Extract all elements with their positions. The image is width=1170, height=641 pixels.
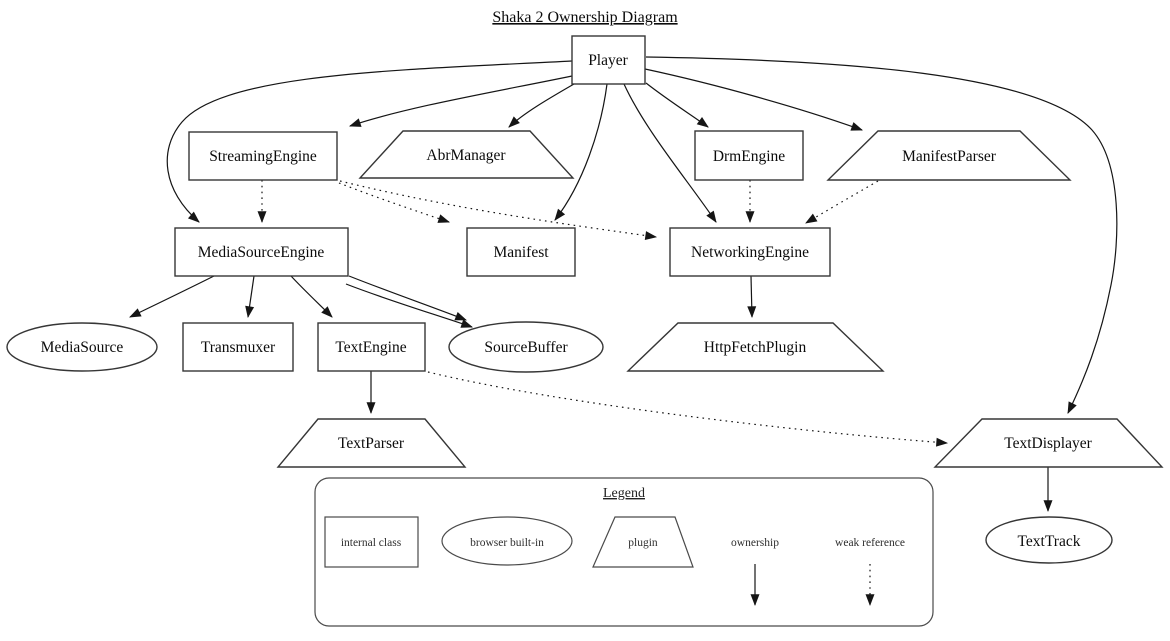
edge-player-drmengine — [645, 82, 709, 128]
text-displayer-trapezoid — [933, 418, 1164, 468]
player-box — [571, 35, 646, 85]
transmuxer-label: Transmuxer — [201, 339, 276, 356]
abr-manager-trapezoid — [358, 130, 575, 179]
networking-engine-box — [669, 227, 831, 277]
edge-mse-textengine — [290, 275, 333, 318]
streaming-engine-box — [188, 131, 338, 181]
node-media-source-engine: MediaSourceEngine — [174, 227, 349, 277]
legend-browser-builtin-ellipse — [441, 516, 573, 566]
legend-border — [314, 477, 934, 627]
manifest-parser-label: ManifestParser — [902, 148, 997, 165]
abr-manager-label: AbrManager — [426, 147, 506, 164]
edge-player-abrmanager — [508, 83, 575, 128]
nodes: Player StreamingEngine AbrManager DrmEng… — [6, 35, 1164, 564]
text-displayer-label: TextDisplayer — [1004, 435, 1092, 452]
node-drm-engine: DrmEngine — [694, 130, 804, 181]
node-networking-engine: NetworkingEngine — [669, 227, 831, 277]
text-engine-label: TextEngine — [335, 339, 406, 356]
manifest-parser-trapezoid — [826, 130, 1072, 181]
media-source-engine-label: MediaSourceEngine — [198, 244, 325, 261]
node-abr-manager: AbrManager — [358, 130, 575, 179]
edge-player-manifest — [554, 83, 608, 221]
legend-internal-class-box — [324, 516, 419, 568]
legend-ownership-label: ownership — [731, 537, 779, 549]
manifest-label: Manifest — [493, 244, 549, 261]
node-text-parser: TextParser — [276, 418, 467, 468]
text-parser-trapezoid — [276, 418, 467, 468]
networking-engine-label: NetworkingEngine — [691, 244, 809, 261]
legend-plugin-trapezoid — [592, 516, 694, 568]
node-player: Player — [571, 35, 646, 85]
legend-weak-reference-label: weak reference — [835, 537, 905, 549]
node-text-displayer: TextDisplayer — [933, 418, 1164, 468]
manifest-box — [466, 227, 576, 277]
edge-player-streamingengine — [348, 75, 573, 127]
node-transmuxer: Transmuxer — [182, 322, 294, 372]
drm-engine-box — [694, 130, 804, 181]
drm-engine-label: DrmEngine — [713, 148, 785, 165]
player-label: Player — [588, 52, 628, 69]
text-track-ellipse — [985, 516, 1113, 564]
edge-player-networkingengine — [623, 83, 717, 223]
legend-plugin-label: plugin — [628, 537, 658, 549]
media-source-ellipse — [6, 322, 158, 372]
streaming-engine-label: StreamingEngine — [209, 148, 317, 165]
node-text-track: TextTrack — [985, 516, 1113, 564]
text-track-label: TextTrack — [1018, 533, 1081, 550]
node-media-source: MediaSource — [6, 322, 158, 372]
source-buffer-label: SourceBuffer — [484, 339, 568, 356]
edge-mse-mediasource — [129, 275, 215, 318]
node-streaming-engine: StreamingEngine — [188, 131, 338, 181]
node-text-engine: TextEngine — [317, 322, 426, 372]
legend-title: Legend — [603, 486, 645, 501]
legend-browser-builtin-label: browser built-in — [470, 537, 544, 549]
media-source-label: MediaSource — [41, 339, 124, 356]
media-source-engine-box — [174, 227, 349, 277]
edge-mse-sourcebuffer-2 — [345, 283, 473, 328]
edges — [129, 56, 1118, 513]
edge-mse-transmuxer — [245, 275, 255, 319]
source-buffer-ellipse — [448, 321, 604, 373]
edge-player-mediasourceengine — [166, 60, 573, 223]
edge-streamingengine-manifest-weak — [338, 182, 451, 223]
text-engine-box — [317, 322, 426, 372]
node-http-fetch-plugin: HttpFetchPlugin — [626, 322, 885, 372]
edge-manifestparser-networkingengine-weak — [805, 180, 879, 224]
http-fetch-plugin-label: HttpFetchPlugin — [704, 339, 807, 356]
edge-mse-sourcebuffer-1 — [348, 275, 467, 321]
edge-networkingengine-httpfetchplugin — [747, 275, 757, 319]
edge-player-textdisplayer — [645, 56, 1118, 414]
node-source-buffer: SourceBuffer — [448, 321, 604, 373]
diagram-title: Shaka 2 Ownership Diagram — [492, 9, 678, 26]
text-parser-label: TextParser — [338, 435, 405, 452]
edge-textengine-textdisplayer-weak — [427, 371, 949, 447]
legend-internal-class-label: internal class — [341, 537, 402, 549]
node-manifest: Manifest — [466, 227, 576, 277]
edge-player-manifestparser — [644, 68, 863, 131]
legend: Legend internal class browser built-in p… — [314, 477, 934, 627]
transmuxer-box — [182, 322, 294, 372]
node-manifest-parser: ManifestParser — [826, 130, 1072, 181]
http-fetch-plugin-trapezoid — [626, 322, 885, 372]
